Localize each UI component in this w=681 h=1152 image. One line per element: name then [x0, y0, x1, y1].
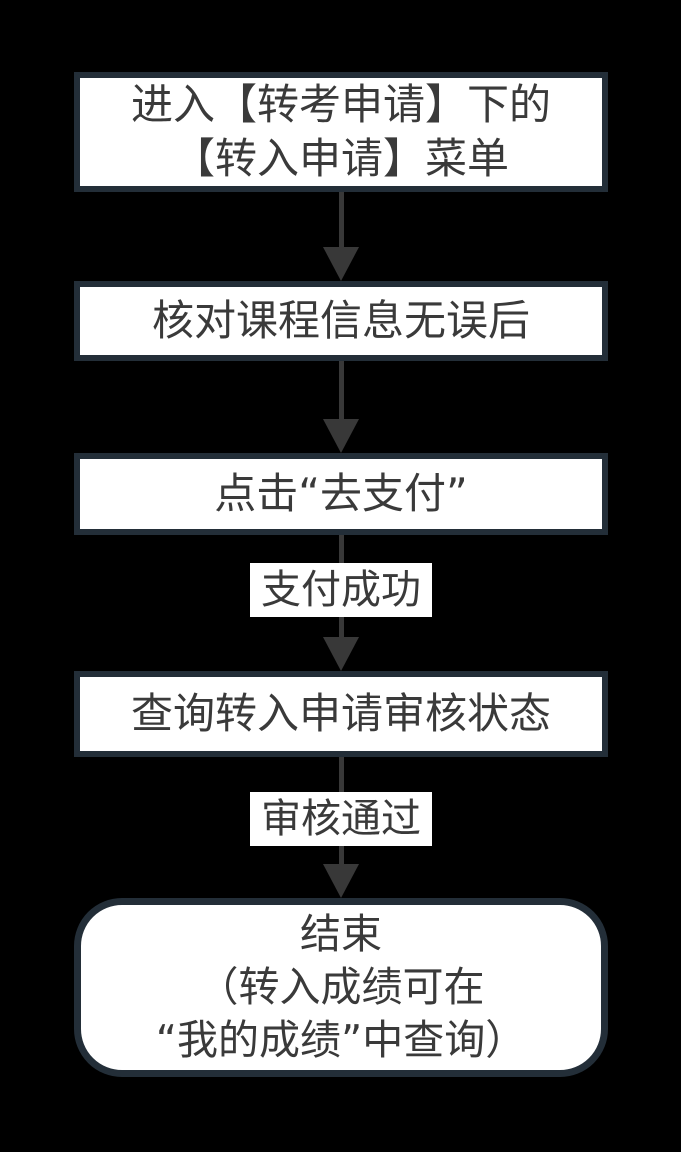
node-text-line: “我的成绩”中查询） [155, 1016, 527, 1064]
edge-label-review-approved: 审核通过 [250, 792, 432, 846]
flow-node-enter-transfer-menu: 进入【转考申请】下的 【转入申请】菜单 [74, 72, 608, 192]
node-text-line: （转入成绩可在 [197, 963, 485, 1011]
node-text-line: 核对课程信息无误后 [151, 296, 530, 345]
flow-node-verify-course-info: 核对课程信息无误后 [74, 281, 608, 361]
flow-arrow-1-line [339, 192, 344, 249]
flow-node-click-go-pay: 点击“去支付” [74, 453, 608, 535]
flow-arrow-2-line [339, 361, 344, 421]
edge-label-payment-success: 支付成功 [250, 563, 432, 617]
flow-arrow-1-arrowhead-icon [323, 247, 359, 281]
node-text-line: 【转入申请】菜单 [172, 134, 509, 183]
flow-node-end: 结束 （转入成绩可在 “我的成绩”中查询） [74, 898, 608, 1077]
node-text-line: 进入【转考申请】下的 [130, 80, 551, 129]
node-text-line: 查询转入申请审核状态 [130, 689, 551, 738]
flow-node-check-review-status: 查询转入申请审核状态 [74, 671, 608, 757]
node-text-line: 结束 [300, 910, 382, 958]
flow-arrow-3-arrowhead-icon [323, 637, 359, 671]
flow-arrow-4-arrowhead-icon [323, 864, 359, 898]
flow-arrow-2-arrowhead-icon [323, 419, 359, 453]
node-text-line: 点击“去支付” [214, 469, 468, 518]
